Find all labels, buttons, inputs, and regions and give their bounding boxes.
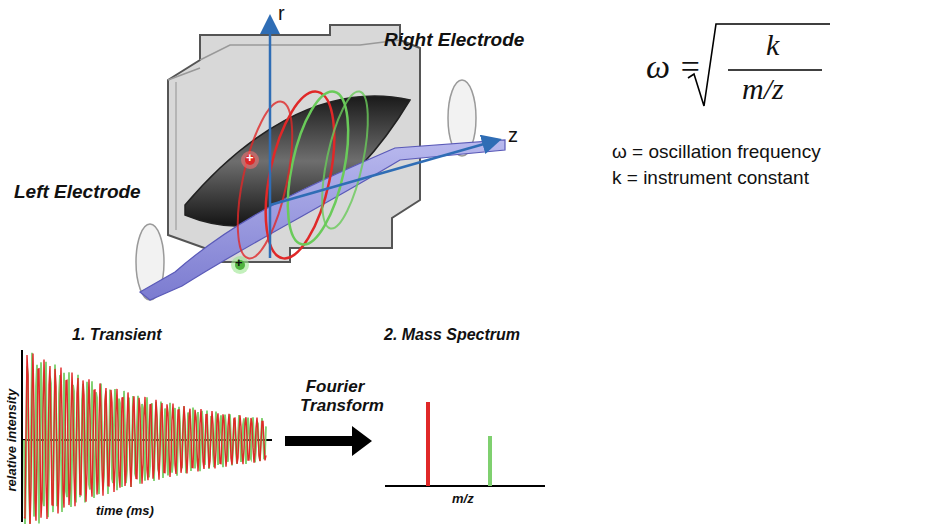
process-label: Fourier Transform	[300, 378, 370, 415]
electrode-housing	[168, 25, 420, 262]
y-axis	[21, 350, 23, 522]
transform-arrow	[285, 426, 372, 456]
charge-sign: +	[235, 256, 243, 270]
charge-sign: +	[246, 151, 254, 165]
legend-note: k = instrument constant	[612, 168, 809, 189]
wave-line	[24, 354, 266, 524]
panel-title: 1. Transient	[72, 326, 162, 344]
axis-label: r	[278, 2, 285, 24]
wave-line	[24, 353, 266, 524]
legend-note: ω = oscillation frequency	[612, 142, 821, 163]
panel-title: 2. Mass Spectrum	[384, 326, 520, 344]
axis-title: time (ms)	[96, 504, 154, 518]
radical-sign	[688, 24, 830, 106]
axis-title: m/z	[452, 492, 474, 506]
green-peak	[488, 436, 492, 486]
r-axis	[269, 18, 272, 258]
mz-axis	[385, 485, 545, 487]
transient-signal	[24, 353, 266, 524]
axis-label: z	[508, 124, 518, 146]
axis-title: relative intensity	[5, 389, 19, 492]
red-peak	[426, 402, 430, 486]
equation-term: k	[766, 28, 779, 61]
equation-term: m/z	[742, 72, 784, 105]
equation-term: ω =	[646, 48, 701, 85]
z-axis	[270, 140, 498, 205]
fraction-bar	[728, 69, 822, 71]
part-name: Right Electrode	[384, 30, 524, 51]
central-electrode	[140, 140, 505, 300]
part-name: Left Electrode	[14, 182, 141, 203]
